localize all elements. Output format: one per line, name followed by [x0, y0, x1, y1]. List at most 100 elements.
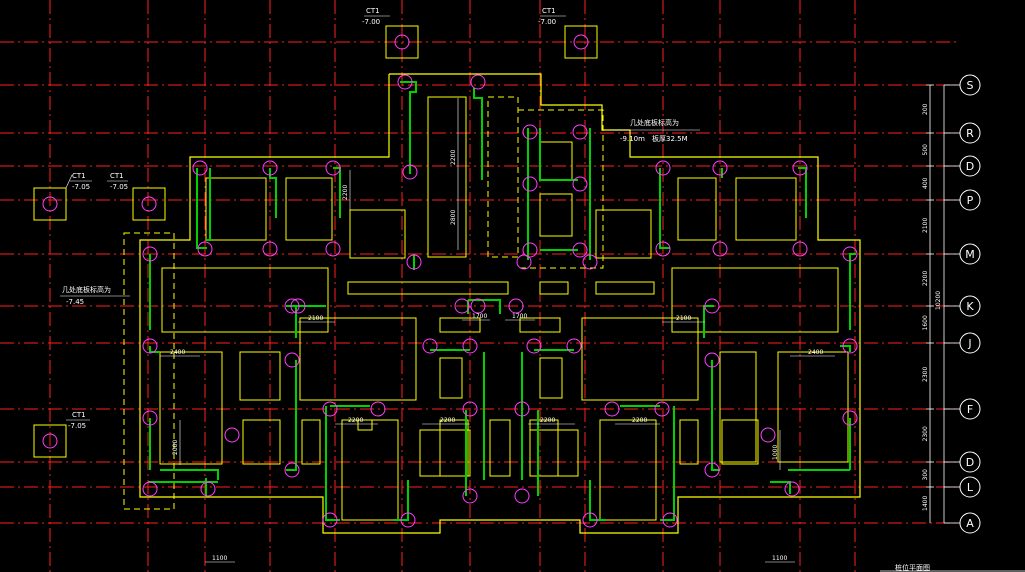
pile-circle: [654, 401, 670, 417]
pit-val-t2: -7.00: [538, 18, 556, 26]
right-total-dim: 10200: [935, 291, 942, 310]
rebar-wall: [711, 360, 720, 471]
pile-circle: [142, 481, 158, 497]
pit-label-tl1: CT1: [72, 172, 86, 180]
right-dim-label: 200: [922, 103, 929, 115]
pile-circle: [792, 241, 808, 257]
pile-circle: [712, 241, 728, 257]
grid-bubble: [959, 74, 981, 96]
pit-label-tl2: CT1: [110, 172, 124, 180]
dim-2100a: 2100: [308, 315, 323, 322]
pit-val-t1: -7.00: [362, 18, 380, 26]
pile-circle: [142, 246, 158, 262]
dim-2400b: 2400: [808, 349, 823, 356]
room-outline: [719, 351, 757, 463]
pile-circle: [522, 242, 538, 258]
dim-1100b: 1100: [772, 555, 787, 562]
dim-2200e: 2200: [342, 185, 349, 200]
room-outline: [721, 419, 759, 465]
rebar-wall: [196, 168, 207, 249]
dim-1000: 1000: [772, 445, 779, 460]
pile-circle: [842, 246, 858, 262]
room-outline: [439, 357, 463, 399]
room-outline: [679, 419, 699, 465]
rebar-wall: [703, 305, 714, 338]
pile-circle: [142, 410, 158, 426]
pile-circle: [462, 401, 478, 417]
elevation-notes: 几处底板标高为 -7.45 几处底板标高为 -9.10m 板厚32.5M: [60, 118, 700, 306]
pile-circle: [284, 352, 300, 368]
right-dim-label: 300: [922, 469, 929, 481]
right-dimension-chain: [929, 85, 945, 523]
room-outline: [519, 317, 561, 333]
room-outline: [529, 429, 579, 477]
pit-val-tl2: -7.05: [110, 183, 128, 191]
grid-bubble: [959, 189, 981, 211]
room-outline: [539, 281, 569, 295]
room-outline: [161, 267, 329, 333]
pit-label-t1: CT1: [366, 7, 380, 15]
pile-circle: [422, 338, 438, 354]
right-dim-label: 1400: [922, 496, 929, 511]
pile-circle: [662, 512, 678, 528]
pit-label-t2: CT1: [542, 7, 556, 15]
pile-circle: [470, 74, 486, 90]
dim-2200a: 2200: [348, 417, 363, 424]
pile-circle: [402, 164, 418, 180]
room-outline: [301, 419, 321, 465]
grid-bubble-label: J: [967, 337, 971, 350]
pile-circle: [842, 410, 858, 426]
grid-bubble-label: D: [966, 160, 974, 173]
pile-circle: [262, 241, 278, 257]
pit-labels: CT1 -7.05 CT1 -7.05 CT1 -7.05 CT1 -7.00 …: [65, 7, 566, 430]
pile-circle: [792, 160, 808, 176]
room-outline: [581, 317, 699, 401]
pile-circle: [572, 124, 588, 140]
top-note-value: -9.10m: [620, 135, 645, 143]
room-outline: [205, 177, 267, 241]
room-outline: [595, 209, 652, 259]
room-outline: [539, 141, 573, 181]
left-note-value: -7.45: [66, 298, 84, 306]
grid-bubble: [959, 512, 981, 534]
pile-circle: [284, 462, 300, 478]
right-dim-label: 2100: [922, 218, 929, 233]
rebar-wall: [333, 167, 341, 218]
rebar-wall: [149, 346, 160, 353]
pile-circle: [197, 241, 213, 257]
axis-grid: [0, 0, 960, 572]
rebar-wall: [400, 81, 417, 174]
inner-dimensions: 2100 2100 1700 1700 2400 2400 2200 2200 …: [160, 98, 835, 563]
isolated-pile-marks: [42, 34, 589, 449]
rebar-wall: [849, 253, 856, 330]
pile-circle: [704, 462, 720, 478]
pile-circle: [760, 427, 776, 443]
pile-circle: [322, 512, 338, 528]
pile-circle: [370, 401, 386, 417]
room-outline: [239, 351, 281, 401]
grid-bubble: [959, 243, 981, 265]
pile-circle: [397, 74, 413, 90]
pile-circle: [572, 176, 588, 192]
pile-circle: [322, 401, 338, 417]
dim-2200v: 2200: [450, 150, 457, 165]
pile-circle: [842, 338, 858, 354]
rebar-wall: [659, 168, 670, 249]
room-outline: [439, 317, 481, 333]
rebar-wall: [394, 480, 409, 521]
pile-circle: [454, 298, 470, 314]
pile-circle: [522, 176, 538, 192]
dim-2100b: 2100: [676, 315, 691, 322]
grid-bubble: [959, 398, 981, 420]
room-outline: [159, 351, 223, 465]
pile-circle: [712, 160, 728, 176]
dim-2200d: 2200: [632, 417, 647, 424]
room-outline: [285, 177, 333, 241]
pile-circle: [604, 401, 620, 417]
pile-circle: [582, 512, 598, 528]
pile-circle: [284, 298, 300, 314]
rebar-wall: [325, 406, 340, 521]
pile-circle: [514, 488, 530, 504]
dim-2200c: 2200: [540, 417, 555, 424]
